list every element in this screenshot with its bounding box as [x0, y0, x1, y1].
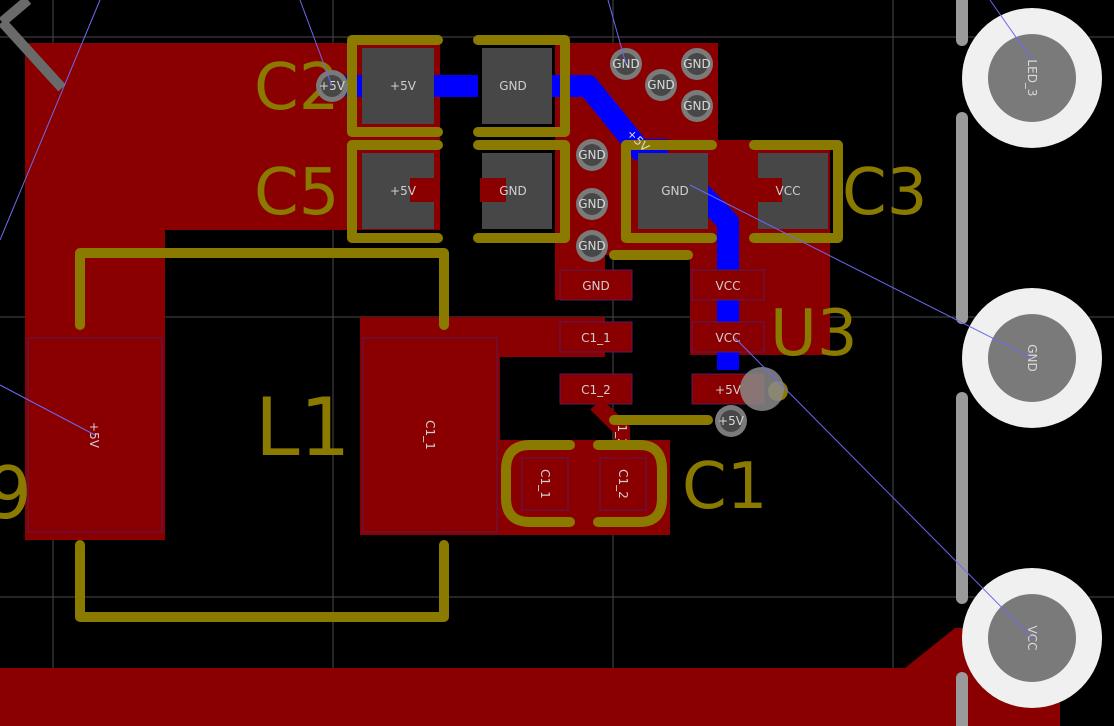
board-outline — [0, 0, 968, 726]
via-gnd-6[interactable]: GND — [576, 188, 608, 220]
ratsnest-line — [0, 384, 96, 436]
pad-net-label: +5V — [390, 184, 417, 198]
via-net-label: GND — [647, 78, 675, 92]
cursor-highlight[interactable] — [740, 367, 784, 411]
via-gnd-7[interactable]: GND — [576, 230, 608, 262]
designator-u3[interactable]: U3 — [770, 297, 858, 371]
pad-net-label: GND — [499, 79, 527, 93]
c3-pad-1[interactable]: GND — [638, 153, 708, 229]
ratsnest-line — [0, 0, 101, 241]
u3-pad-gnd[interactable]: GND — [559, 269, 633, 301]
designator-c3[interactable]: C3 — [842, 156, 927, 230]
via-net-label: +5V — [319, 79, 346, 93]
ratsnest-line — [607, 0, 627, 65]
pad-net-label: C1_1 — [538, 469, 552, 499]
c1-pad-1[interactable]: C1_1 — [521, 457, 569, 511]
pads: +5V GND +5V GND GND VCC GN — [27, 48, 828, 533]
c3-pad-2[interactable]: VCC — [756, 153, 828, 229]
u3-pad-c1-1[interactable]: C1_1 — [559, 321, 633, 353]
pad-net-label: VCC — [716, 279, 741, 293]
designator-c5[interactable]: C5 — [254, 156, 339, 230]
pad-net-label: GND — [582, 279, 610, 293]
l1-silk-bottom — [75, 540, 449, 622]
l1-silk-top — [75, 248, 449, 330]
c3-silk-right — [749, 140, 843, 243]
via-gnd-5[interactable]: GND — [576, 139, 608, 171]
via-gnd-3[interactable]: GND — [645, 69, 677, 101]
via-net-label: GND — [683, 99, 711, 113]
via-net-label: GND — [578, 239, 606, 253]
pad-net-label: +5V — [715, 383, 742, 397]
c5-pad-1[interactable]: +5V — [362, 153, 436, 229]
pad-net-label: C1_2 — [581, 383, 611, 397]
ratsnest-line — [299, 0, 333, 87]
pad-net-label: C1_2 — [616, 469, 630, 499]
c1-silk-left — [501, 440, 575, 527]
pad-net-label: GND — [499, 184, 527, 198]
u3-pad-vcc-1[interactable]: VCC — [691, 269, 765, 301]
designator-c1[interactable]: C1 — [682, 450, 767, 524]
pad-net-label: +5V — [87, 422, 101, 449]
ratsnest-line — [689, 184, 1033, 359]
vias: +5V GND GND GND GND GND GND GND — [316, 48, 784, 437]
l1-pad-2[interactable]: C1_1 — [362, 337, 498, 533]
c1-pad-2[interactable]: C1_2 — [599, 457, 647, 511]
connector-pad-led3[interactable]: LED_3 — [962, 8, 1102, 148]
u3-pad-c1-2[interactable]: C1_2 — [559, 373, 633, 405]
via-net-label: GND — [578, 148, 606, 162]
via-5v-u3[interactable]: +5V — [715, 405, 747, 437]
via-gnd-4[interactable]: GND — [681, 90, 713, 122]
designator-partial-left[interactable]: 9 — [0, 451, 32, 535]
pad-net-label: LED_3 — [1025, 59, 1039, 96]
c5-silk-right — [473, 140, 570, 243]
c1-silk-right — [593, 440, 667, 527]
via-net-label: GND — [578, 197, 606, 211]
c2-pad-2[interactable]: GND — [482, 48, 552, 124]
u3-pad-vcc-2[interactable]: VCC — [691, 321, 765, 353]
c2-silk-right — [473, 35, 570, 137]
c2-silk-left — [347, 35, 443, 137]
pad-net-label: VCC — [776, 184, 801, 198]
via-net-label: +5V — [718, 414, 745, 428]
ratsnest — [0, 0, 1033, 639]
copper-pour-bottom[interactable] — [0, 628, 1060, 726]
pad-net-label: C1_1 — [423, 420, 437, 450]
c2-pad-1[interactable]: +5V — [362, 48, 434, 124]
pad-net-label: VCC — [716, 331, 741, 345]
via-gnd-2[interactable]: GND — [681, 48, 713, 80]
pad-net-label: C1_1 — [581, 331, 611, 345]
ratsnest-line — [989, 0, 1033, 61]
via-net-label: GND — [683, 57, 711, 71]
c5-silk-left — [347, 140, 443, 243]
pad-net-label: +5V — [390, 79, 417, 93]
c5-pad-2[interactable]: GND — [480, 153, 552, 229]
designator-l1[interactable]: L1 — [255, 381, 350, 474]
pad-net-label: GND — [661, 184, 689, 198]
ratsnest-line — [734, 337, 1033, 639]
c3-silk-left — [621, 140, 717, 243]
